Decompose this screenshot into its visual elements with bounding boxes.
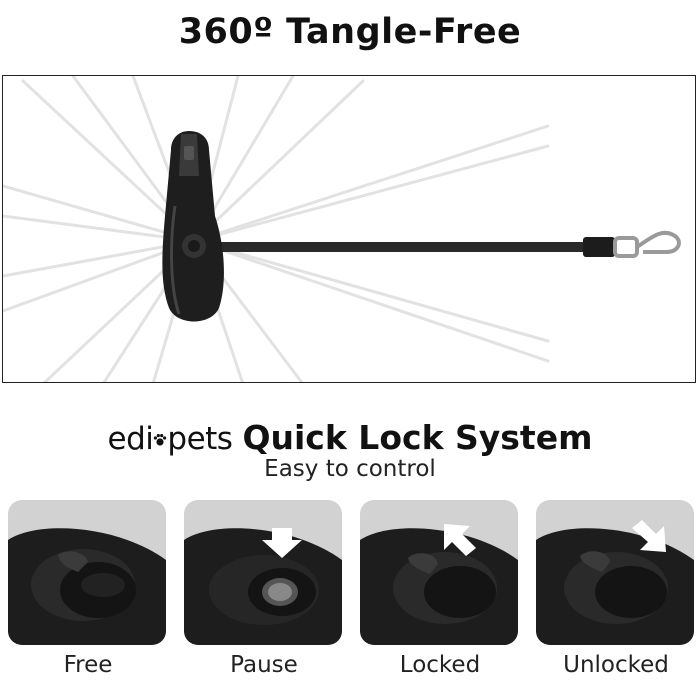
mode-label-free: Free <box>63 652 113 678</box>
lock-mode-panels <box>8 500 694 645</box>
tangle-free-illustration <box>2 75 696 383</box>
headline: Quick Lock System <box>242 418 593 457</box>
arrow-down-right-icon <box>632 520 666 552</box>
paw-icon <box>154 434 167 446</box>
arrow-up-left-icon <box>444 524 476 556</box>
leash-clip <box>613 230 681 258</box>
mode-panel-free <box>8 500 166 645</box>
light-burst <box>3 76 550 382</box>
leash-end-cap <box>583 237 615 257</box>
mode-label-locked: Locked <box>399 652 481 678</box>
leash-product-image <box>3 76 681 382</box>
mode-panel-pause <box>184 500 342 645</box>
mode-label-pause: Pause <box>230 652 298 678</box>
retractable-handle <box>162 131 224 322</box>
page-title: 360º Tangle-Free <box>178 12 522 52</box>
subtitle: Easy to control <box>264 456 436 482</box>
arrow-down-icon <box>262 528 302 558</box>
mode-panel-unlocked <box>536 500 694 645</box>
mode-panel-locked <box>360 500 518 645</box>
leash-tape <box>201 242 586 252</box>
mode-label-unlocked: Unlocked <box>563 652 669 678</box>
